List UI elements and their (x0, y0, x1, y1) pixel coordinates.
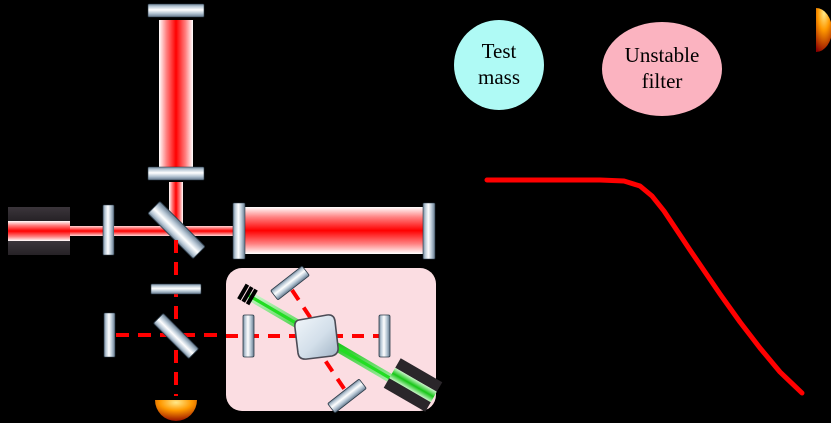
green-pump-laser[interactable] (383, 358, 443, 412)
north-arm-beam (159, 20, 193, 172)
unstable-filter-bubble (602, 22, 722, 116)
unstable-filter-inset (226, 266, 443, 413)
unstable-filter-label-line1: Unstable (625, 43, 700, 67)
east-arm-cavity (176, 202, 436, 260)
main-beamsplitter[interactable] (148, 201, 205, 259)
laser-input-beam (70, 226, 104, 236)
test-mass-bubble (454, 20, 544, 110)
laser-body-top (8, 207, 70, 221)
signal-recycling-mirror[interactable] (150, 283, 202, 295)
inset-mirror-bottom[interactable] (327, 379, 367, 413)
east-arm-beam (244, 207, 424, 254)
response-curve-line (484, 177, 805, 396)
east-end-mirror[interactable] (422, 202, 436, 260)
inset-mirror-right[interactable] (378, 314, 391, 358)
input-laser-assembly (8, 204, 176, 256)
corner-photodetector[interactable] (816, 8, 831, 52)
unstable-filter-label-line2: filter (642, 69, 683, 93)
east-input-mirror[interactable] (232, 202, 246, 260)
lower-beamsplitter[interactable] (153, 313, 199, 359)
lower-left-mirror[interactable] (103, 312, 116, 358)
response-curve-plot (484, 177, 805, 396)
beam-dump-icon (237, 283, 258, 306)
east-link-beam (176, 226, 234, 236)
recycling-cavity-beam (114, 226, 176, 236)
test-mass-callout[interactable]: Test mass (454, 20, 544, 110)
inset-mirror-left[interactable] (242, 314, 255, 358)
output-photodetector[interactable] (155, 400, 197, 421)
test-mass-label-line1: Test (482, 39, 517, 63)
north-arm-cavity (147, 3, 205, 224)
inset-mirror-top[interactable] (270, 266, 310, 300)
laser-output-aperture (8, 221, 70, 241)
laser-body-bottom (8, 241, 70, 255)
north-input-mirror[interactable] (147, 166, 205, 181)
power-recycling-mirror[interactable] (102, 204, 115, 256)
signal-recycling-path (116, 240, 300, 396)
north-end-mirror[interactable] (147, 3, 205, 18)
unstable-filter-callout[interactable]: Unstable filter (602, 22, 722, 116)
atomic-vapor-cell[interactable] (294, 314, 339, 360)
test-mass-label-line2: mass (478, 65, 520, 89)
